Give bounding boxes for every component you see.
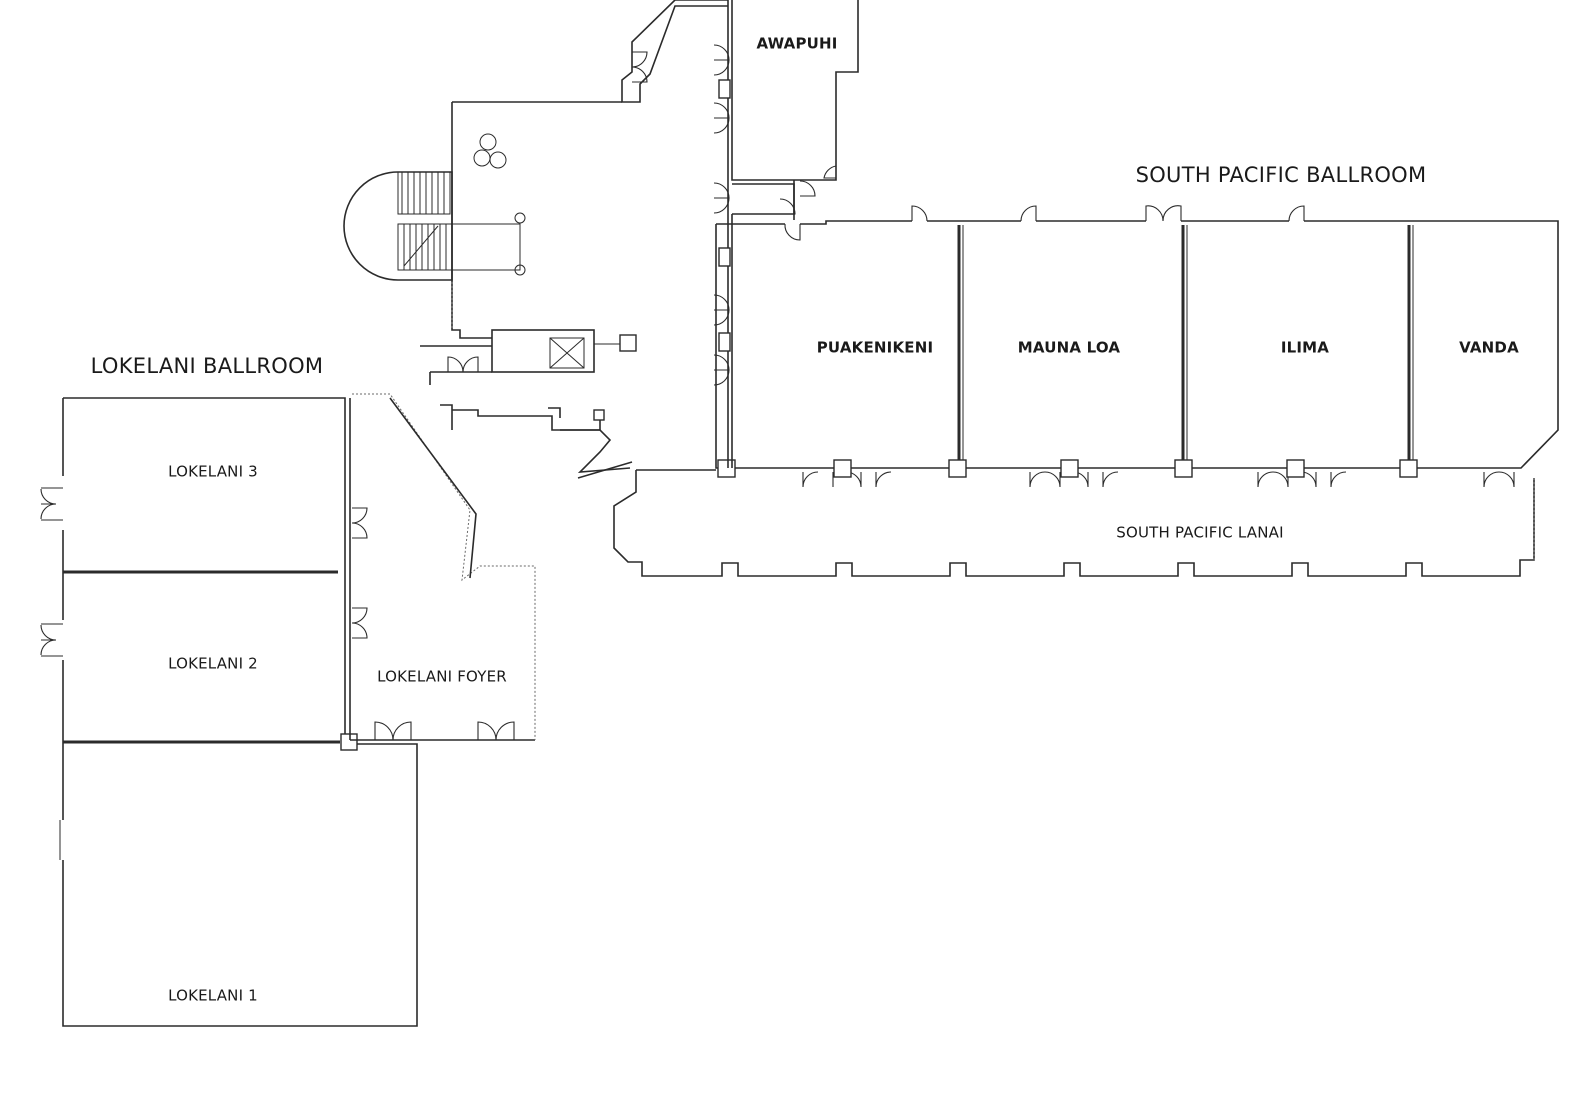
awapuhi-area (621, 0, 859, 468)
south-pacific-lanai (613, 459, 1535, 577)
lokelani-outline (62, 397, 418, 1027)
label-lokelani-2: LOKELANI 2 (168, 655, 258, 673)
label-puakenikeni: PUAKENIKENI (817, 339, 934, 357)
lokelani-foyer (349, 393, 536, 741)
label-mauna-loa: MAUNA LOA (1018, 339, 1121, 357)
door-top-2 (1020, 205, 1037, 222)
south-pacific-ballroom-outline (715, 220, 1559, 469)
label-ilima: ILIMA (1281, 339, 1329, 357)
door-top-3 (1145, 205, 1182, 222)
awapuhi-outline (731, 0, 859, 220)
lokelani-ballroom (40, 397, 418, 1027)
label-lokelani-foyer: LOKELANI FOYER (377, 668, 507, 686)
label-south-pacific-lanai: SOUTH PACIFIC LANAI (1116, 524, 1283, 542)
label-vanda: VANDA (1459, 339, 1519, 357)
lobby-stairs (343, 101, 637, 479)
door-top-1 (911, 205, 928, 222)
label-south-pacific-ballroom: SOUTH PACIFIC BALLROOM (1136, 163, 1427, 187)
door-top-4 (1288, 205, 1305, 222)
south-pacific-lanai-outline (613, 469, 1535, 577)
south-pacific-ballroom (715, 205, 1559, 469)
labels: LOKELANI BALLROOM SOUTH PACIFIC BALLROOM… (91, 35, 1519, 1005)
label-lokelani-3: LOKELANI 3 (168, 463, 258, 481)
label-lokelani-1: LOKELANI 1 (168, 987, 258, 1005)
label-lokelani-ballroom: LOKELANI BALLROOM (91, 354, 324, 378)
label-awapuhi: AWAPUHI (756, 35, 837, 53)
stair-treads (397, 171, 521, 271)
door-puakenikeni-top (784, 223, 801, 241)
